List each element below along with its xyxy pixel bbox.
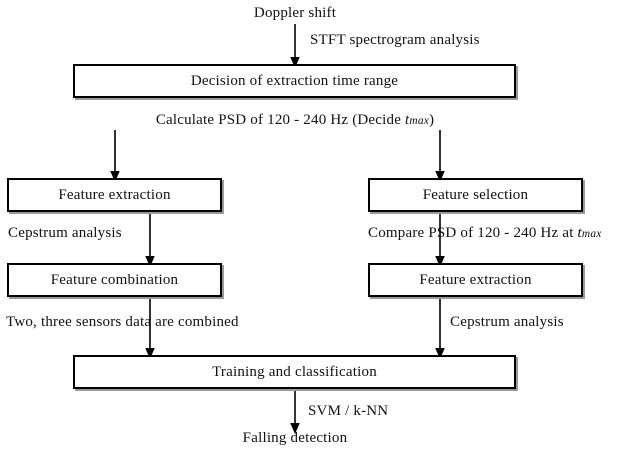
label-calculate-psd: Calculate PSD of 120 - 240 Hz (Decide tm…: [156, 113, 434, 128]
node-label: Decision of extraction time range: [190, 72, 399, 89]
label-compare-psd-text: Compare PSD of 120 - 240 Hz at: [368, 225, 578, 241]
node-label: Training and classification: [212, 363, 377, 380]
node-feature-combination-left[interactable]: Feature combination: [7, 263, 222, 297]
variable-tmax-base: t: [405, 112, 410, 128]
label-stft-spectrogram-analysis: STFT spectrogram analysis: [310, 32, 480, 48]
node-decision-of-extraction-time-range[interactable]: Decision of extraction time range: [73, 64, 516, 98]
variable-tmax: tmax: [405, 112, 429, 128]
label-calculate-psd-text: Calculate PSD of 120 - 240 Hz (Decide: [155, 112, 406, 128]
node-feature-extraction-right[interactable]: Feature extraction: [368, 263, 583, 297]
node-feature-selection-right[interactable]: Feature selection: [368, 178, 583, 212]
variable-tmax-subscript: max: [409, 115, 429, 127]
label-cepstrum-analysis-right: Cepstrum analysis: [450, 314, 564, 330]
variable-tmax: tmax: [578, 225, 602, 241]
node-label: Feature combination: [50, 271, 179, 288]
node-label: Feature selection: [422, 186, 529, 203]
node-label: Feature extraction: [419, 271, 532, 288]
node-training-and-classification[interactable]: Training and classification: [73, 355, 516, 389]
label-falling-detection: Falling detection: [242, 430, 348, 446]
label-doppler-shift: Doppler shift: [253, 5, 337, 21]
node-label: Feature extraction: [58, 186, 171, 203]
label-svm-knn: SVM / k-NN: [308, 403, 389, 419]
variable-tmax-base: t: [577, 225, 582, 241]
node-feature-extraction-left[interactable]: Feature extraction: [7, 178, 222, 212]
label-cepstrum-analysis-left: Cepstrum analysis: [8, 225, 122, 241]
label-two-three-sensors-data-combined: Two, three sensors data are combined: [6, 314, 239, 330]
label-calculate-psd-tail: ): [428, 112, 435, 128]
variable-tmax-subscript: max: [581, 228, 602, 240]
label-compare-psd: Compare PSD of 120 - 240 Hz at tmax: [368, 226, 601, 241]
